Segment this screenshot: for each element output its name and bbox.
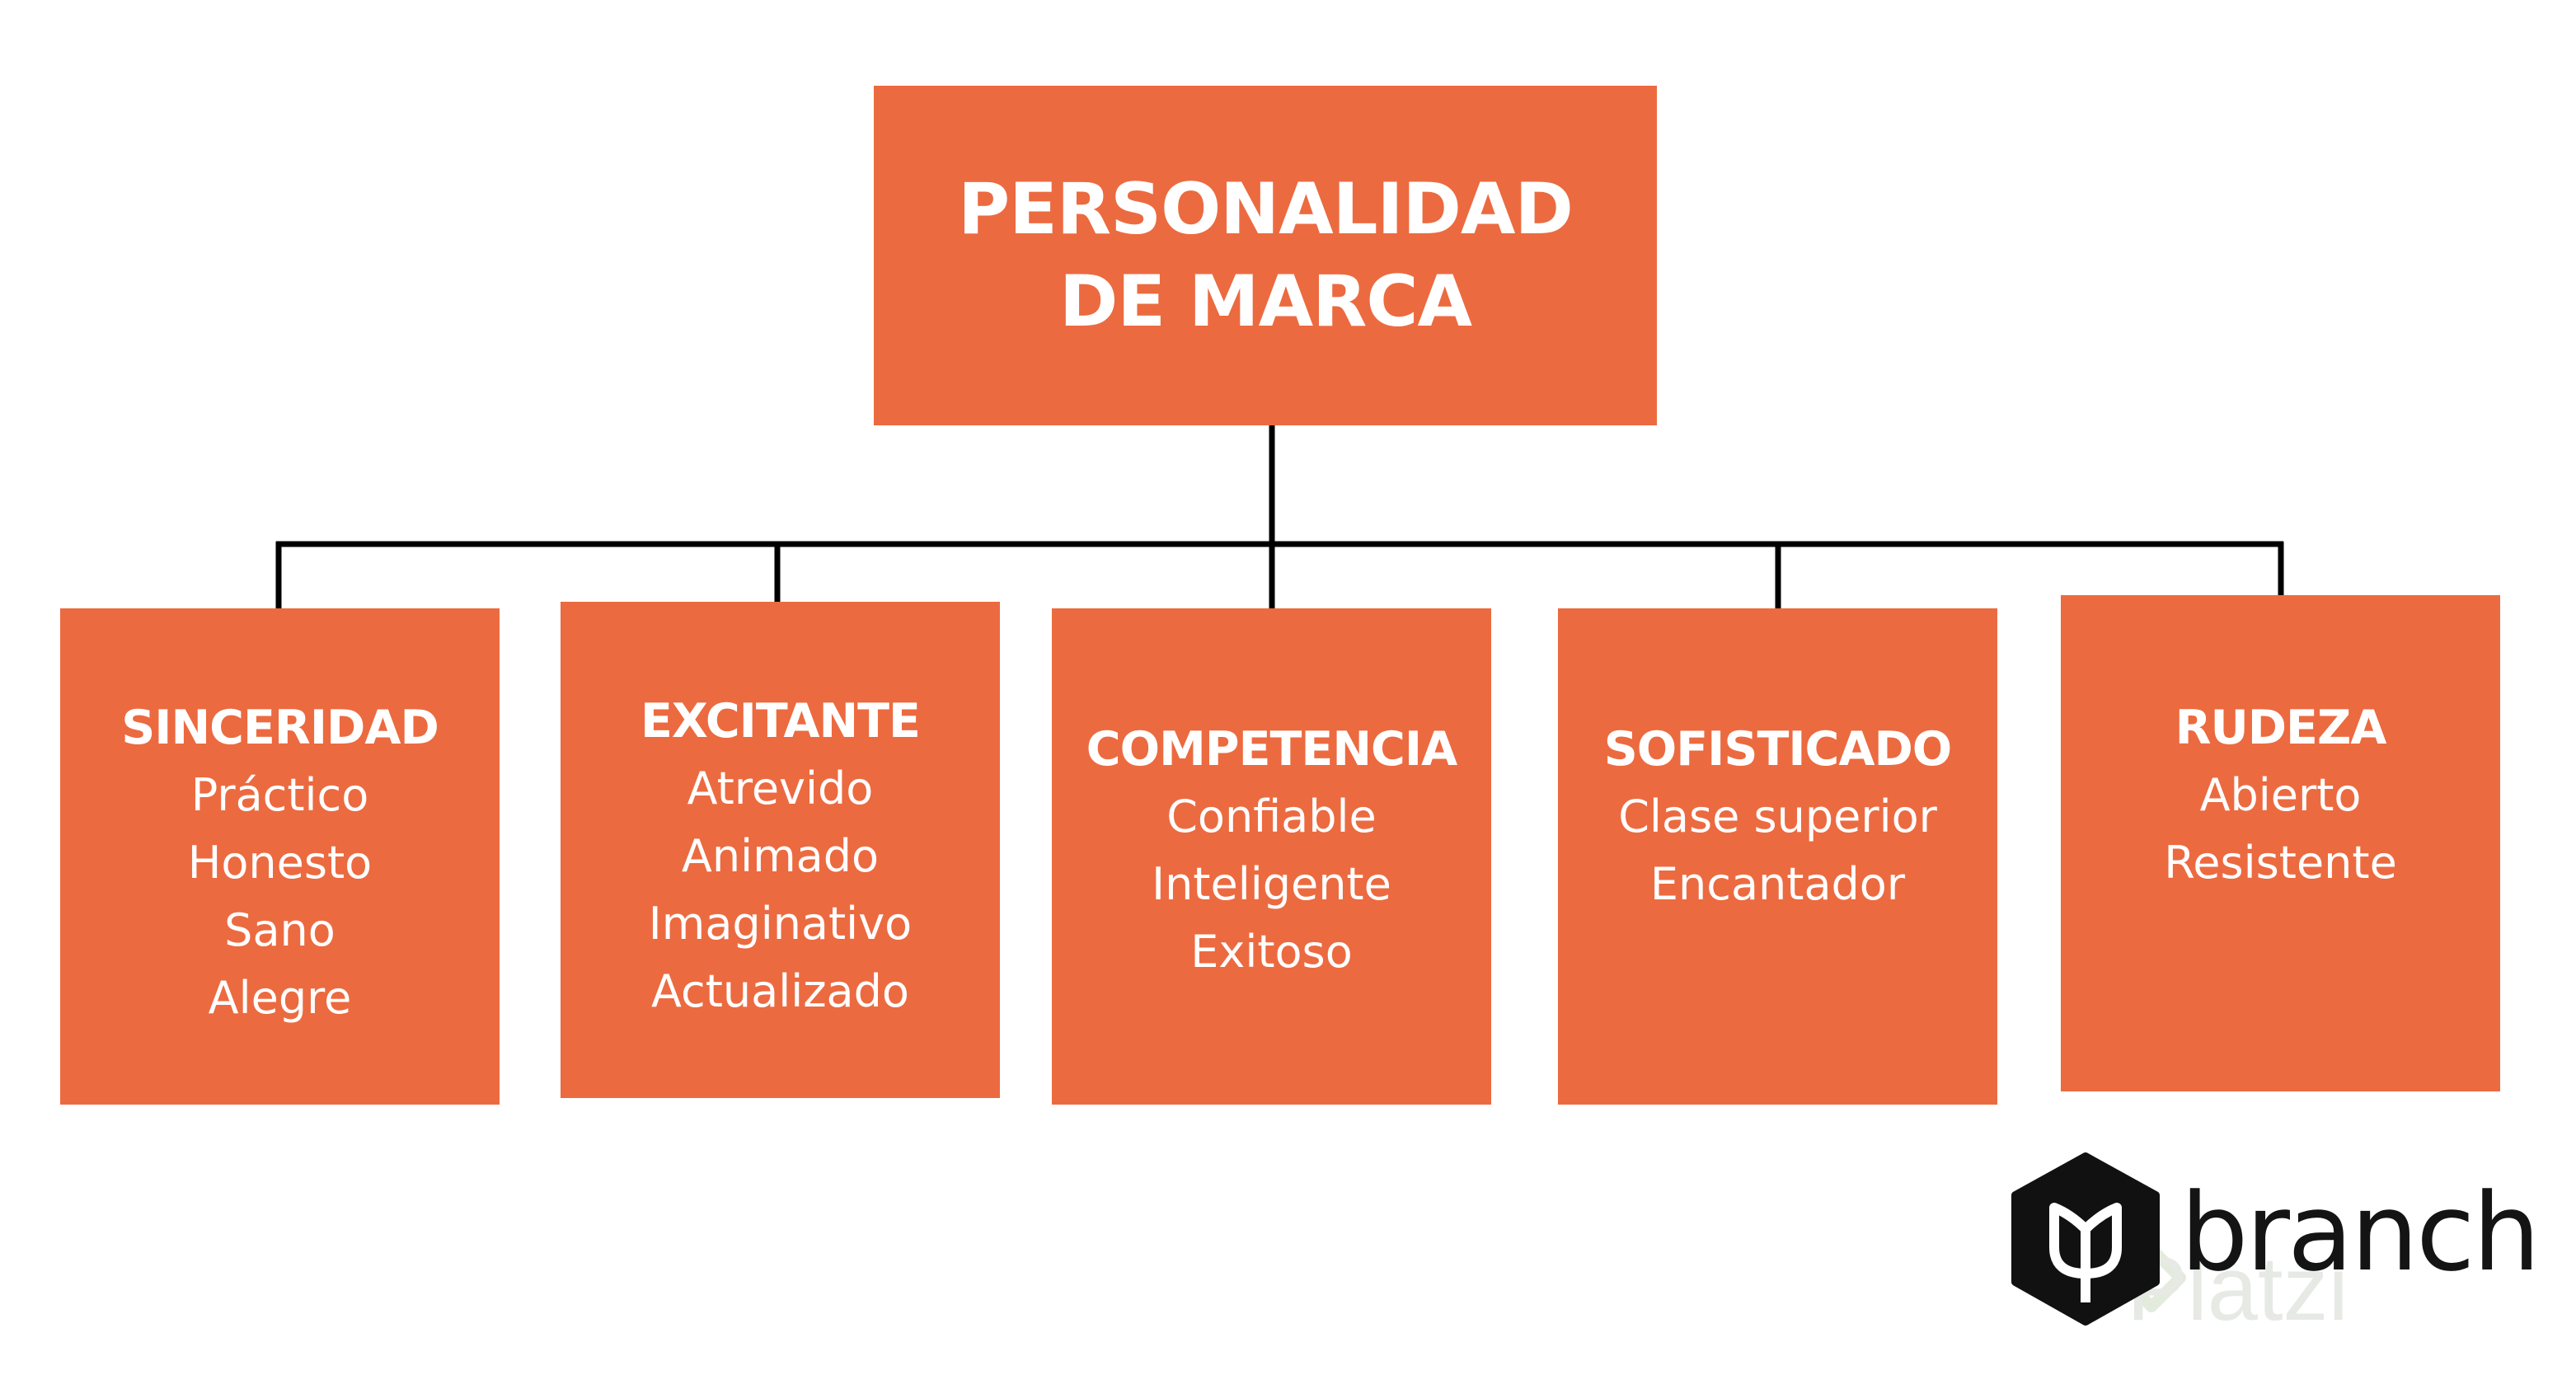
category-item: Resistente — [2164, 837, 2397, 889]
category-item: Imaginativo — [648, 898, 913, 950]
category-item: Sano — [224, 904, 335, 956]
branch-logo: branch — [2003, 1150, 2564, 1348]
category-item: Animado — [681, 830, 880, 882]
category-item: Atrevido — [687, 763, 874, 814]
category-title: RUDEZA — [2175, 701, 2387, 755]
brand-wordmark: branch — [2180, 1170, 2541, 1295]
category-competencia: COMPETENCIA Confiable Inteligente Exitos… — [1052, 608, 1491, 1105]
category-item: Abierto — [2199, 769, 2362, 821]
root-title-line-2: DE MARCA — [1058, 260, 1472, 343]
category-item: Práctico — [190, 769, 369, 821]
category-title: COMPETENCIA — [1086, 722, 1457, 777]
category-sinceridad: SINCERIDAD Práctico Honesto Sano Alegre — [60, 608, 500, 1105]
category-item: Encantador — [1649, 858, 1906, 910]
category-title: EXCITANTE — [640, 694, 921, 749]
category-title: SOFISTICADO — [1603, 722, 1953, 777]
category-sofisticado: SOFISTICADO Clase superior Encantador — [1558, 608, 1997, 1105]
platzi-watermark: Platzi — [2127, 1238, 2348, 1340]
tulip-hexagon-icon — [2011, 1152, 2160, 1326]
category-rudeza: RUDEZA Abierto Resistente — [2061, 595, 2500, 1091]
category-item: Clase superior — [1618, 791, 1937, 842]
category-title: SINCERIDAD — [121, 701, 439, 755]
category-item: Honesto — [187, 837, 373, 889]
category-item: Exitoso — [1190, 926, 1353, 978]
category-item: Inteligente — [1152, 858, 1391, 910]
root-title-line-1: PERSONALIDAD — [958, 168, 1574, 251]
root-node: PERSONALIDAD DE MARCA — [874, 86, 1657, 425]
category-item: Alegre — [208, 972, 352, 1024]
category-item: Confiable — [1166, 791, 1377, 842]
category-excitante: EXCITANTE Atrevido Animado Imaginativo A… — [561, 602, 1000, 1098]
category-item: Actualizado — [651, 965, 909, 1017]
